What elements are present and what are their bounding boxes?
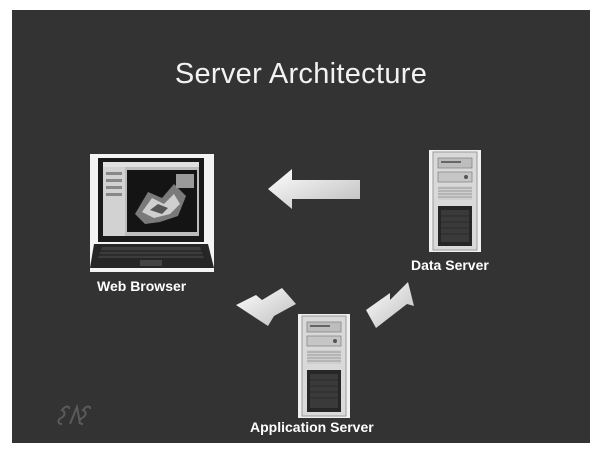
data-server-label: Data Server: [411, 257, 489, 273]
arrow-app-to-data: [366, 282, 414, 328]
sas-logo: [52, 402, 96, 428]
tower-server-icon: [429, 150, 481, 252]
slide: Server Architecture: [12, 10, 590, 443]
application-server-label: Application Server: [250, 419, 374, 435]
slide-title: Server Architecture: [174, 58, 428, 90]
arrows-layer: [236, 169, 414, 328]
data-server-node: [429, 150, 481, 252]
application-server-node: [298, 314, 350, 418]
sas-logo-icon: [57, 403, 92, 425]
web-browser-label: Web Browser: [97, 278, 187, 294]
laptop-icon: [90, 154, 214, 272]
tower-server-icon: [298, 314, 350, 418]
web-browser-node: [90, 154, 214, 272]
arrow-app-to-browser: [236, 288, 296, 326]
arrow-data-to-browser: [268, 169, 360, 209]
